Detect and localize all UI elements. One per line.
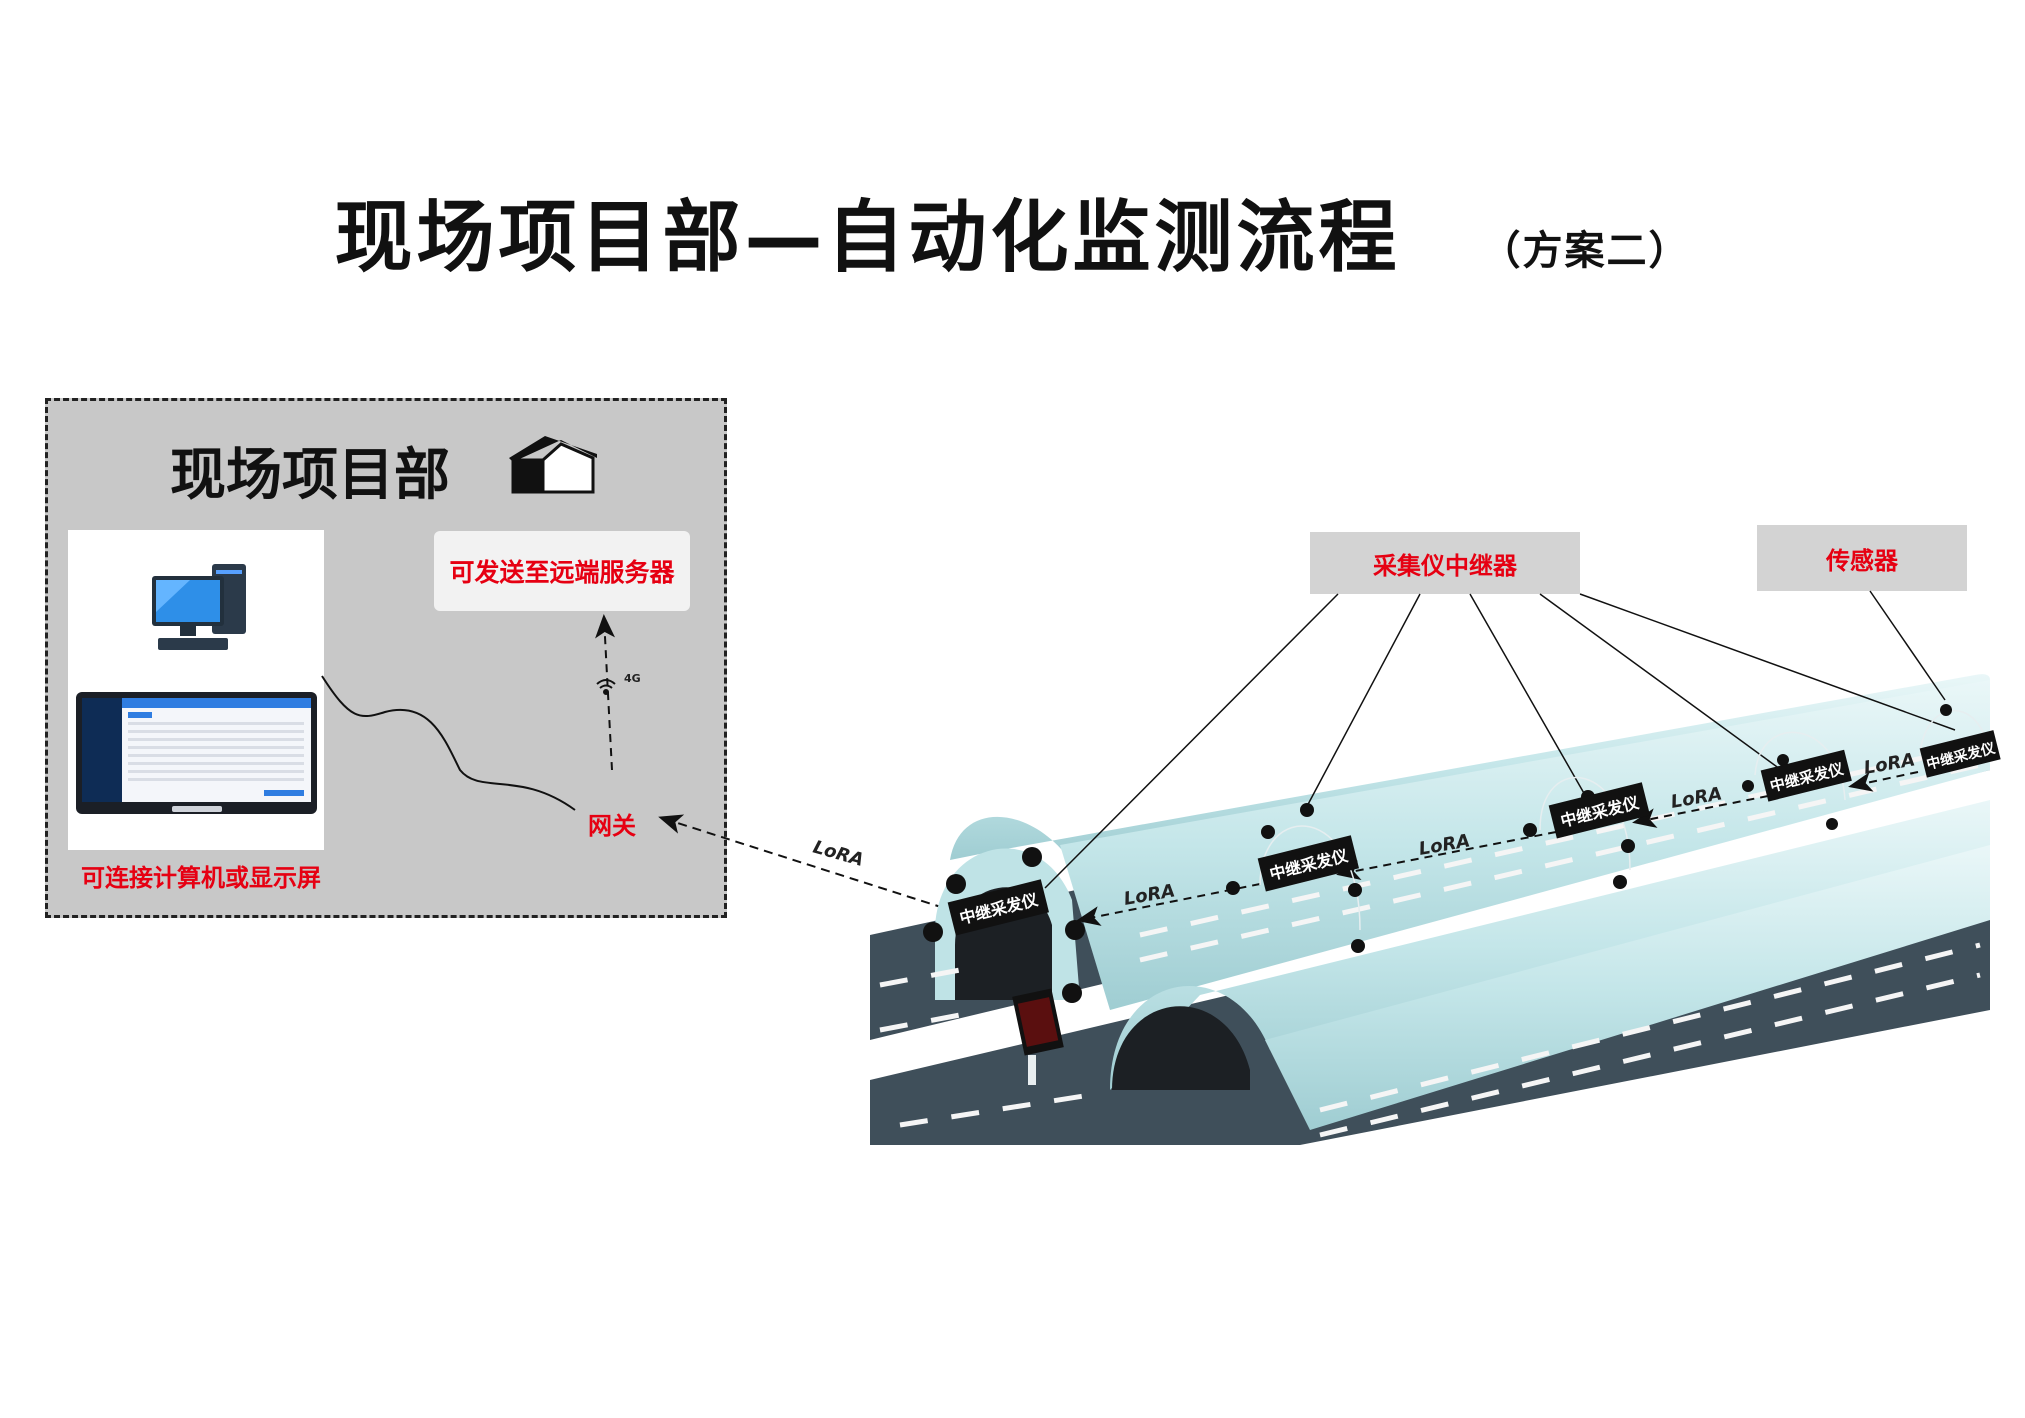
sensor-callout-label: 传感器 (1826, 546, 1898, 575)
callout-leaders (1044, 590, 1956, 889)
led-sign-icon (1012, 988, 1064, 1085)
remote-server-label: 可发送至远端服务器 (449, 558, 675, 587)
site-title: 现场项目部 (170, 443, 450, 508)
device-4: 中继采发仪 (1760, 749, 1852, 802)
computer-caption: 可连接计算机或显示屏 (81, 864, 321, 892)
cable-line (321, 675, 576, 811)
wifi-icon (596, 679, 616, 695)
page-title: 现场项目部—自动化监测流程 （方案二） (0, 175, 2025, 287)
tunnel-lower (870, 800, 1990, 1145)
title-text: 现场项目部—自动化监测流程 (334, 193, 1401, 283)
lora-link-gateway (658, 814, 945, 909)
title-subtitle: （方案二） (1480, 228, 1691, 274)
desktop-computer-icon (152, 564, 246, 650)
collector-callout-label: 采集仪中继器 (1373, 551, 1517, 580)
house-icon (509, 436, 597, 494)
remote-server-box: 可发送至远端服务器 (434, 531, 690, 611)
collector-callout: 采集仪中继器 (1310, 532, 1580, 594)
lora-label-1: LoRA (811, 837, 866, 871)
sensor-callout: 传感器 (1757, 525, 1967, 591)
gateway-label: 网关 (588, 812, 636, 840)
laptop-display-icon (76, 692, 317, 814)
4g-label: 4G (624, 672, 641, 685)
